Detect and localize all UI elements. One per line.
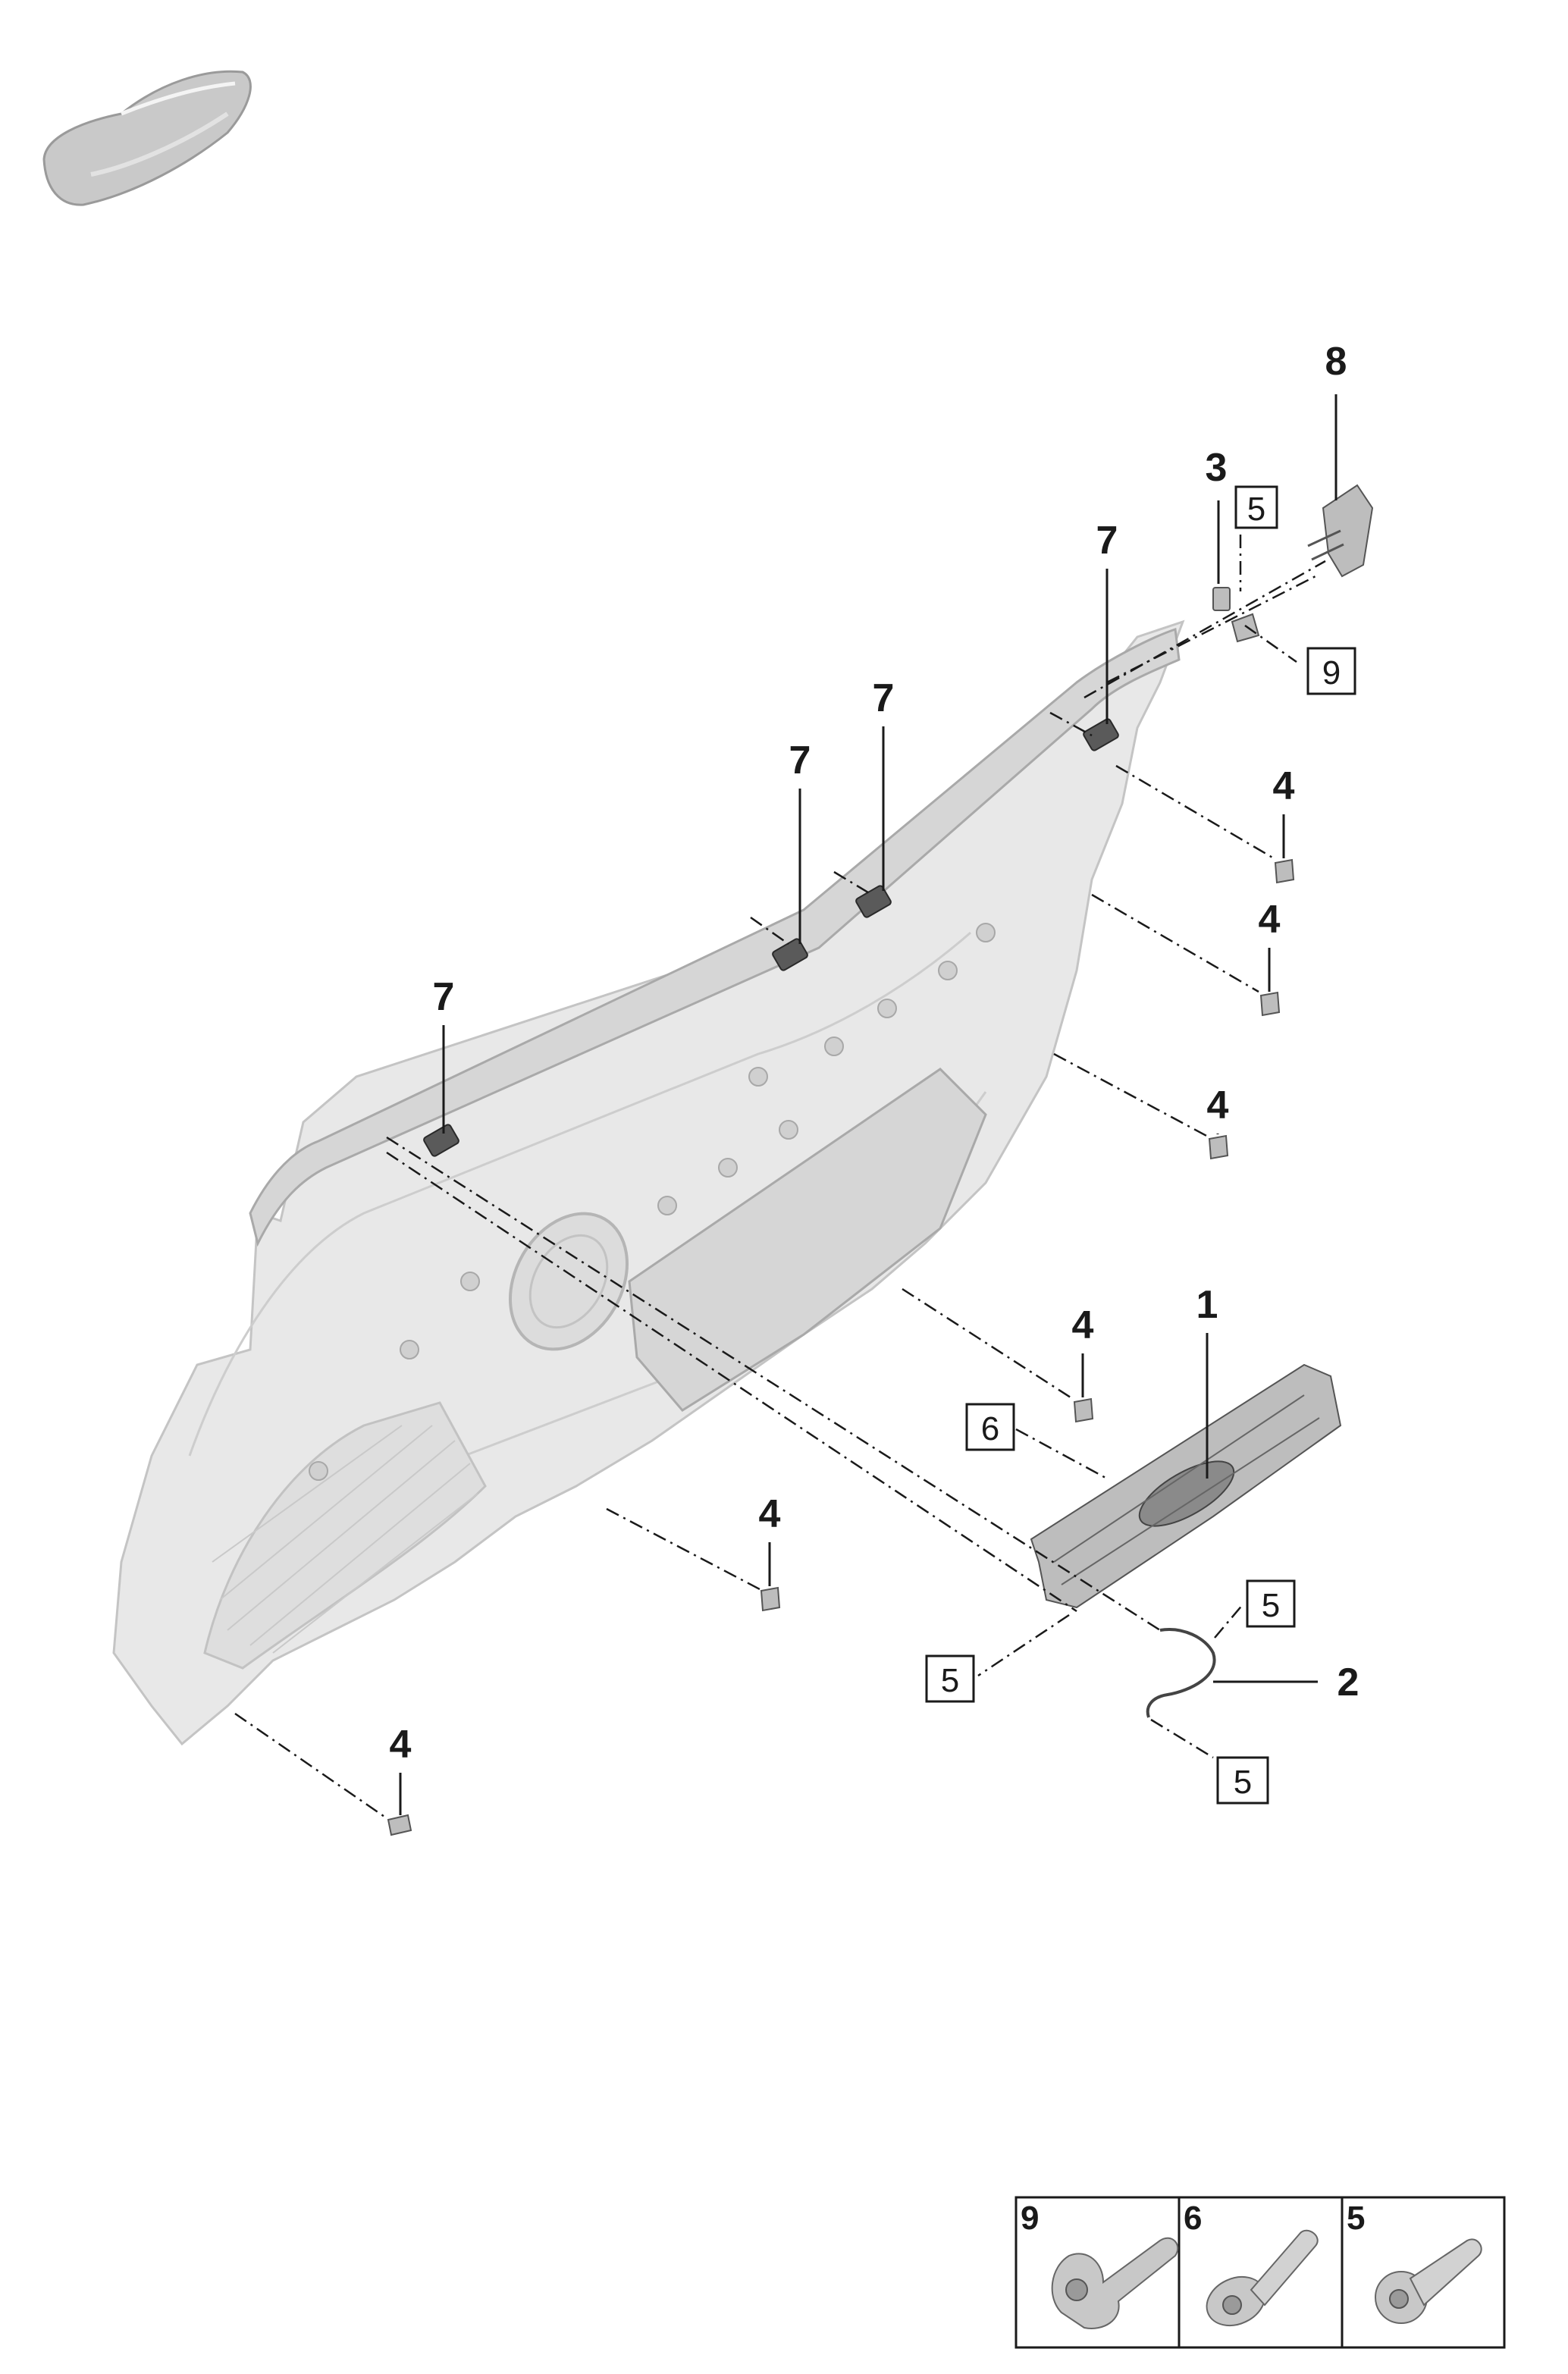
callout-9: 9 (1322, 654, 1341, 692)
map-pocket-mesh (203, 1401, 487, 1670)
callout-3: 3 (1206, 446, 1228, 490)
door-handle-bracket (1030, 1363, 1342, 1609)
callout-1: 1 (1196, 1283, 1218, 1327)
callout-4-b: 4 (1259, 898, 1281, 942)
callout-5-bracket: 5 (941, 1662, 959, 1699)
assembly-lines (234, 535, 1326, 1820)
callout-4-c: 4 (1207, 1084, 1229, 1127)
callout-8: 8 (1325, 340, 1347, 384)
legend-label-9: 9 (1021, 2200, 1039, 2237)
callout-4-d: 4 (1072, 1303, 1094, 1347)
callouts: 8 3 5 9 7 7 7 7 4 4 4 4 4 4 1 6 5 5 2 5 (390, 340, 1359, 1805)
leader-lines (399, 394, 1338, 1815)
callout-7-d: 7 (433, 975, 455, 1019)
speaker-grille (508, 1212, 629, 1351)
legend-label-6: 6 (1184, 2200, 1202, 2237)
callout-2: 2 (1338, 1661, 1359, 1704)
torx-screw-icon (1375, 2238, 1482, 2324)
retaining-clips (423, 718, 1119, 1157)
callout-4-e: 4 (759, 1492, 781, 1536)
flange-bolt-icon (1051, 2237, 1179, 2329)
washer-bolt-icon (1206, 2229, 1319, 2327)
callout-4-f: 4 (390, 1723, 412, 1767)
callout-5-top: 5 (1247, 491, 1265, 528)
callout-4-a: 4 (1273, 764, 1295, 808)
clip-retainers (1212, 587, 1260, 643)
door-trim-panel (112, 619, 1185, 1746)
legend-label-5: 5 (1347, 2200, 1365, 2237)
bowden-cable (1146, 1628, 1216, 1718)
callout-6: 6 (981, 1410, 999, 1447)
callout-7-a: 7 (1096, 519, 1118, 563)
callout-7-c: 7 (789, 739, 811, 782)
callout-5-cable-top: 5 (1262, 1587, 1280, 1624)
expansion-nuts (387, 858, 1295, 1836)
callout-7-b: 7 (873, 676, 895, 720)
fastener-legend: 9 6 5 (1014, 2196, 1506, 2349)
mounting-bracket (1307, 484, 1374, 578)
callout-5-cable-bottom: 5 (1234, 1764, 1252, 1801)
car-thumbnail-icon (42, 70, 252, 206)
